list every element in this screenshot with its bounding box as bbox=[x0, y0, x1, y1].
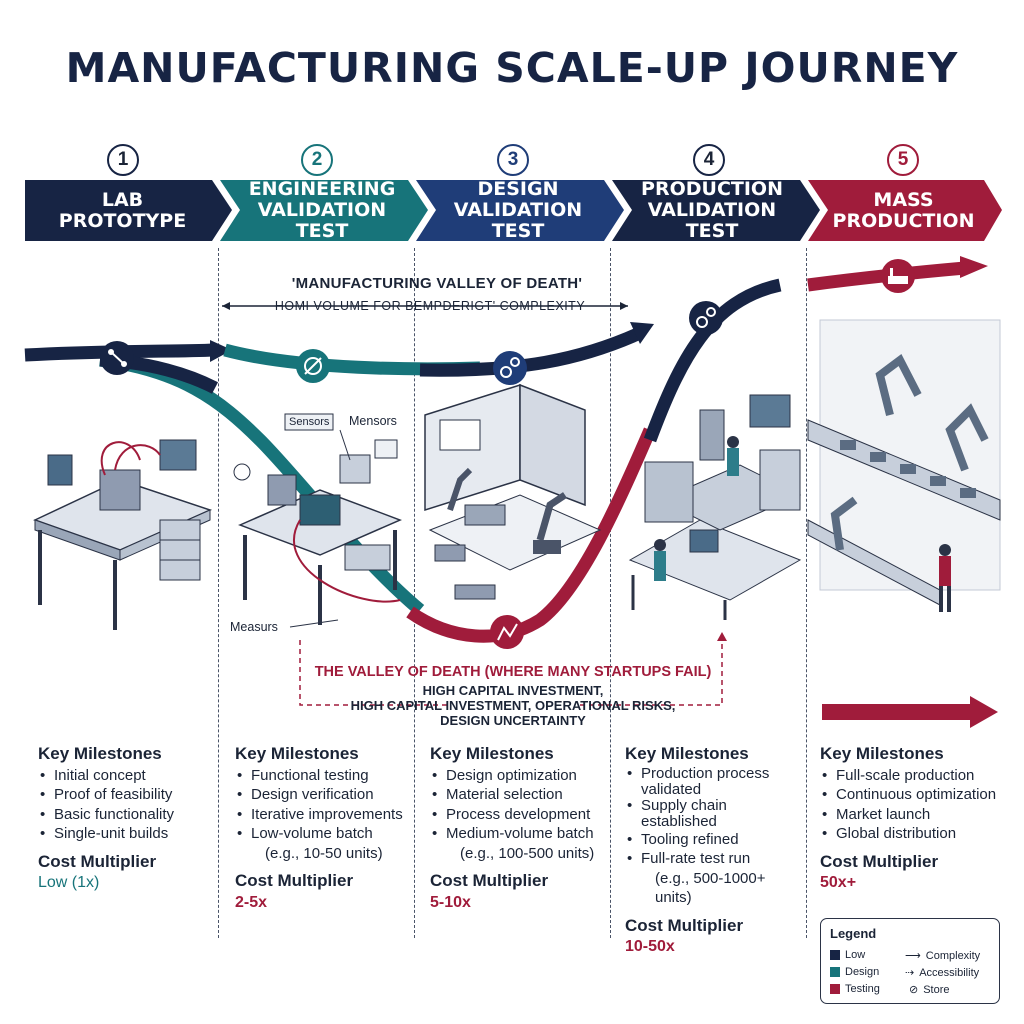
stage-3-milestones: Key Milestones Design optimization Mater… bbox=[430, 744, 608, 912]
production-line-illustration bbox=[628, 394, 802, 620]
legend-item-low: Low bbox=[830, 949, 865, 961]
legend-item-design: Design bbox=[830, 966, 879, 978]
list-item: Full-scale production bbox=[820, 766, 1020, 786]
milestones-heading: Key Milestones bbox=[820, 744, 944, 763]
legend: Legend Low Design Testing ⟶Complexity ⇢A… bbox=[820, 918, 1000, 1004]
lab-bench-illustration bbox=[33, 439, 213, 630]
list-item: Global distribution bbox=[820, 824, 1020, 844]
gears-icon-design bbox=[493, 351, 527, 385]
list-item: Basic functionality bbox=[38, 805, 216, 825]
chart-icon bbox=[490, 615, 524, 649]
stage-4-number: 4 bbox=[693, 144, 725, 176]
valley-fail-description: HIGH CAPITAL INVESTMENT, HIGH CAPITAL IN… bbox=[350, 683, 676, 728]
list-item: Tooling refined bbox=[625, 830, 805, 850]
cost-multiplier-label: Cost Multiplier bbox=[625, 915, 744, 935]
stage-4-milestones: Key Milestones Production processvalidat… bbox=[625, 744, 805, 957]
list-item: Single-unit builds bbox=[38, 824, 216, 844]
cost-multiplier-value: 50x+ bbox=[820, 874, 857, 891]
cost-multiplier-value: 2-5x bbox=[235, 893, 268, 911]
stage-5-number: 5 bbox=[887, 144, 919, 176]
stage-2-milestones: Key Milestones Functional testing Design… bbox=[235, 744, 413, 912]
arrow-right-icon: ⟶ bbox=[905, 950, 921, 962]
target-icon: ⊘ bbox=[909, 984, 919, 996]
list-item: Iterative improvements bbox=[235, 805, 413, 825]
mensors-label: Mensors bbox=[349, 414, 397, 428]
stage-divider-1 bbox=[218, 248, 219, 938]
engineering-bench-illustration bbox=[233, 413, 402, 628]
factory-icon bbox=[881, 259, 915, 293]
milestones-heading: Key Milestones bbox=[625, 744, 749, 763]
rising-curve bbox=[643, 278, 782, 443]
list-item: Functional testing bbox=[235, 766, 413, 786]
legend-title: Legend bbox=[830, 926, 877, 941]
measurs-label: Measurs bbox=[230, 620, 278, 634]
legend-swatch-design bbox=[830, 967, 840, 977]
legend-swatch-low bbox=[830, 950, 840, 960]
cost-multiplier-label: Cost Multiplier bbox=[38, 851, 157, 871]
list-item: Initial concept bbox=[38, 766, 216, 786]
list-item-note: (e.g., 500-1000+ units) bbox=[655, 869, 766, 907]
descending-curve bbox=[99, 353, 425, 615]
stage-2-number: 2 bbox=[301, 144, 333, 176]
stage-3-number: 3 bbox=[497, 144, 529, 176]
legend-item-accessibility: ⇢Accessibility bbox=[905, 966, 980, 980]
list-item: Continuous optimization bbox=[820, 785, 1020, 805]
legend-swatch-testing bbox=[830, 984, 840, 994]
list-item: Full-rate test run bbox=[625, 849, 805, 869]
list-item: Medium-volume batch bbox=[430, 824, 608, 844]
gears-icon-production bbox=[689, 301, 723, 335]
cost-multiplier-value: 5-10x bbox=[430, 893, 471, 911]
valley-bracket bbox=[299, 640, 723, 706]
stage-1-milestones: Key Milestones Initial concept Proof of … bbox=[38, 744, 216, 893]
stage-divider-2 bbox=[414, 248, 415, 938]
cost-multiplier-label: Cost Multiplier bbox=[430, 871, 549, 890]
valley-fail-title: THE VALLEY OF DEATH (WHERE MANY STARTUPS… bbox=[314, 664, 712, 680]
sensors-label: Sensors bbox=[289, 416, 330, 428]
list-item: Proof of feasibility bbox=[38, 785, 216, 805]
dashed-arrow-icon: ⇢ bbox=[905, 967, 915, 979]
circuit-icon bbox=[100, 341, 134, 375]
legend-item-testing: Testing bbox=[830, 983, 880, 995]
upper-navy-curve bbox=[419, 327, 643, 377]
milestones-heading: Key Milestones bbox=[430, 744, 554, 763]
design-cad-illustration bbox=[424, 383, 602, 600]
valley-title: 'MANUFACTURING VALLEY OF DEATH' bbox=[291, 275, 583, 292]
cost-multiplier-value: Low (1x) bbox=[38, 874, 100, 891]
cost-multiplier-label: Cost Multiplier bbox=[235, 871, 354, 890]
cost-multiplier-value: 10-50x bbox=[625, 938, 675, 955]
complexity-curve-top bbox=[24, 343, 216, 362]
valley-subtitle: HOMI VOLUME FOR BEMPDERIGT' COMPLEXITY bbox=[274, 299, 586, 313]
list-item: Design verification bbox=[235, 785, 413, 805]
cost-multiplier-label: Cost Multiplier bbox=[820, 851, 939, 871]
milestones-heading: Key Milestones bbox=[38, 744, 162, 763]
stage-divider-4 bbox=[806, 248, 807, 938]
list-item: Material selection bbox=[430, 785, 608, 805]
list-item: Low-volume batch bbox=[235, 824, 413, 844]
list-item: Market launch bbox=[820, 805, 1020, 825]
list-item-note: (e.g., 100-500 units) bbox=[460, 844, 595, 862]
valley-span-arrow bbox=[222, 302, 628, 310]
legend-item-complexity: ⟶Complexity bbox=[905, 949, 981, 963]
page-title: MANUFACTURING SCALE-UP JOURNEY bbox=[65, 44, 959, 92]
stage-1-number: 1 bbox=[107, 144, 139, 176]
target-icon bbox=[296, 349, 330, 383]
stage-divider-3 bbox=[610, 248, 611, 938]
stage-5-milestones: Key Milestones Full-scale production Con… bbox=[820, 744, 1020, 893]
list-item: Process development bbox=[430, 805, 608, 825]
list-item-note: (e.g., 10-50 units) bbox=[265, 844, 383, 862]
legend-item-store: ⊘Store bbox=[909, 983, 950, 997]
milestones-heading: Key Milestones bbox=[235, 744, 359, 763]
mass-production-illustration bbox=[807, 319, 1001, 612]
valley-curve bbox=[406, 427, 656, 643]
list-item: Design optimization bbox=[430, 766, 608, 786]
